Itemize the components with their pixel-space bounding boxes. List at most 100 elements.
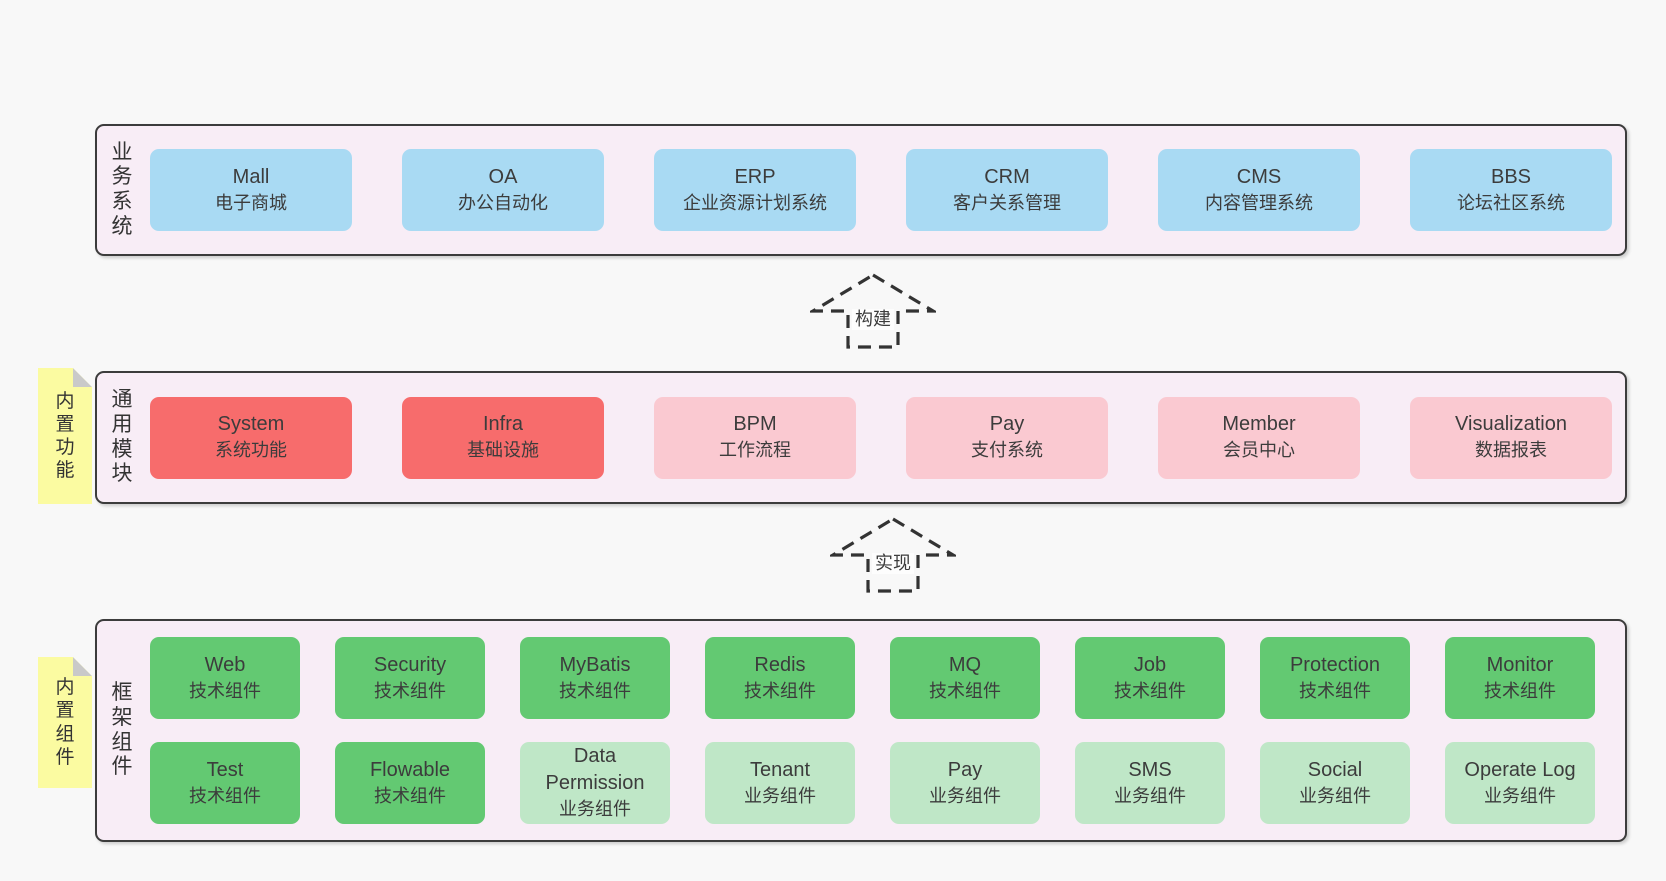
box-redis: Redis 技术组件 xyxy=(705,637,855,719)
box-monitor: Monitor 技术组件 xyxy=(1445,637,1595,719)
box-bpm: BPM 工作流程 xyxy=(654,396,856,479)
arrow-build-label: 构建 xyxy=(852,309,894,330)
box-cms: CMS 内容管理系统 xyxy=(1158,149,1360,231)
box-job: Job 技术组件 xyxy=(1075,637,1225,719)
band-framework-components: 框架组件 Web 技术组件 Security 技术组件 MyBatis 技术组件… xyxy=(95,619,1627,842)
box-data-permission: Data Permission 业务组件 xyxy=(520,742,670,824)
arrow-build: 构建 xyxy=(810,272,936,350)
box-title: Tenant xyxy=(749,758,811,781)
sticky-note-built-in-components: 内置组件 xyxy=(38,657,92,788)
box-mall: Mall 电子商城 xyxy=(150,149,352,231)
sticky-note-text: 内置功能 xyxy=(55,390,75,482)
box-infra: Infra 基础设施 xyxy=(402,396,604,479)
box-subtitle: 业务组件 xyxy=(929,785,1001,806)
box-subtitle: 办公自动化 xyxy=(458,192,548,213)
box-title: Web xyxy=(204,653,246,676)
box-title: OA xyxy=(488,165,518,188)
box-social: Social 业务组件 xyxy=(1260,742,1410,824)
box-subtitle: 客户关系管理 xyxy=(953,192,1061,213)
box-subtitle: 技术组件 xyxy=(189,680,261,701)
box-security: Security 技术组件 xyxy=(335,637,485,719)
box-mq: MQ 技术组件 xyxy=(890,637,1040,719)
box-title: Mall xyxy=(232,165,270,188)
box-oa: OA 办公自动化 xyxy=(402,149,604,231)
box-title: SMS xyxy=(1128,758,1172,781)
box-title: Infra xyxy=(482,413,524,436)
dashed-up-arrow-icon xyxy=(810,273,936,349)
sticky-note-text: 内置组件 xyxy=(55,677,75,768)
box-sms: SMS 业务组件 xyxy=(1075,742,1225,824)
box-subtitle: 业务组件 xyxy=(559,799,631,820)
box-visualization: Visualization 数据报表 xyxy=(1410,396,1612,479)
box-subtitle: 技术组件 xyxy=(1114,680,1186,701)
box-title: System xyxy=(217,413,285,436)
band-label-framework-components: 框架组件 xyxy=(111,681,133,779)
box-subtitle: 基础设施 xyxy=(467,440,539,461)
sticky-note-built-in-features: 内置功能 xyxy=(38,368,92,504)
box-subtitle: 系统功能 xyxy=(215,440,287,461)
box-title: Protection xyxy=(1289,653,1381,676)
box-title: Redis xyxy=(754,653,806,676)
box-title: Test xyxy=(206,758,244,781)
box-subtitle: 技术组件 xyxy=(189,785,261,806)
box-title: Member xyxy=(1222,413,1296,436)
box-title: CRM xyxy=(984,165,1030,188)
box-title: Operate Log xyxy=(1464,758,1576,781)
box-flowable: Flowable 技术组件 xyxy=(335,742,485,824)
box-subtitle: 内容管理系统 xyxy=(1205,192,1313,213)
box-member: Member 会员中心 xyxy=(1158,396,1360,479)
box-title: ERP xyxy=(734,165,776,188)
box-subtitle: 工作流程 xyxy=(719,440,791,461)
box-protection: Protection 技术组件 xyxy=(1260,637,1410,719)
box-title: Job xyxy=(1133,653,1167,676)
sticky-fold-corner-icon xyxy=(73,368,92,387)
box-subtitle: 电子商城 xyxy=(215,192,287,213)
box-title: MQ xyxy=(948,653,982,676)
box-title: Visualization xyxy=(1455,413,1567,436)
box-subtitle: 技术组件 xyxy=(1484,680,1556,701)
box-subtitle: 会员中心 xyxy=(1223,440,1295,461)
common-modules-row: System 系统功能 Infra 基础设施 BPM 工作流程 Pay 支付系统… xyxy=(150,396,1625,479)
box-subtitle: 论坛社区系统 xyxy=(1457,192,1565,213)
band-business-systems: 业务系统 Mall 电子商城 OA 办公自动化 ERP 企业资源计划系统 CRM… xyxy=(95,124,1627,256)
box-subtitle: 企业资源计划系统 xyxy=(683,192,827,213)
box-title: Pay xyxy=(947,758,983,781)
box-subtitle: 技术组件 xyxy=(744,680,816,701)
box-title: Monitor xyxy=(1486,653,1554,676)
box-crm: CRM 客户关系管理 xyxy=(906,149,1108,231)
box-title: Pay xyxy=(989,413,1025,436)
box-subtitle: 数据报表 xyxy=(1475,440,1547,461)
box-subtitle: 支付系统 xyxy=(971,440,1043,461)
band-common-modules: 通用模块 System 系统功能 Infra 基础设施 BPM 工作流程 Pay… xyxy=(95,371,1627,504)
box-subtitle: 业务组件 xyxy=(1299,785,1371,806)
arrow-implement: 实现 xyxy=(830,516,956,594)
band-label-common-modules: 通用模块 xyxy=(111,388,133,486)
box-pay-module: Pay 支付系统 xyxy=(906,396,1108,479)
box-subtitle: 技术组件 xyxy=(1299,680,1371,701)
business-systems-row: Mall 电子商城 OA 办公自动化 ERP 企业资源计划系统 CRM 客户关系… xyxy=(150,149,1625,231)
box-test: Test 技术组件 xyxy=(150,742,300,824)
dashed-up-arrow-icon xyxy=(830,517,956,593)
box-subtitle: 技术组件 xyxy=(374,785,446,806)
box-subtitle: 业务组件 xyxy=(1484,785,1556,806)
box-title: CMS xyxy=(1236,165,1282,188)
box-mybatis: MyBatis 技术组件 xyxy=(520,637,670,719)
box-web: Web 技术组件 xyxy=(150,637,300,719)
box-title: MyBatis xyxy=(559,653,631,676)
box-subtitle: 业务组件 xyxy=(1114,785,1186,806)
box-subtitle: 技术组件 xyxy=(374,680,446,701)
box-title: Security xyxy=(373,653,447,676)
box-title: BBS xyxy=(1490,165,1532,188)
box-pay-component: Pay 业务组件 xyxy=(890,742,1040,824)
box-title: Flowable xyxy=(369,758,451,781)
box-subtitle: 技术组件 xyxy=(559,680,631,701)
box-subtitle: 业务组件 xyxy=(744,785,816,806)
business-components-row: Test 技术组件 Flowable 技术组件 Data Permission … xyxy=(150,742,1625,824)
sticky-fold-corner-icon xyxy=(73,657,92,676)
box-title: Data Permission xyxy=(545,745,645,795)
box-title: Social xyxy=(1307,758,1363,781)
box-subtitle: 技术组件 xyxy=(929,680,1001,701)
box-operate-log: Operate Log 业务组件 xyxy=(1445,742,1595,824)
box-tenant: Tenant 业务组件 xyxy=(705,742,855,824)
